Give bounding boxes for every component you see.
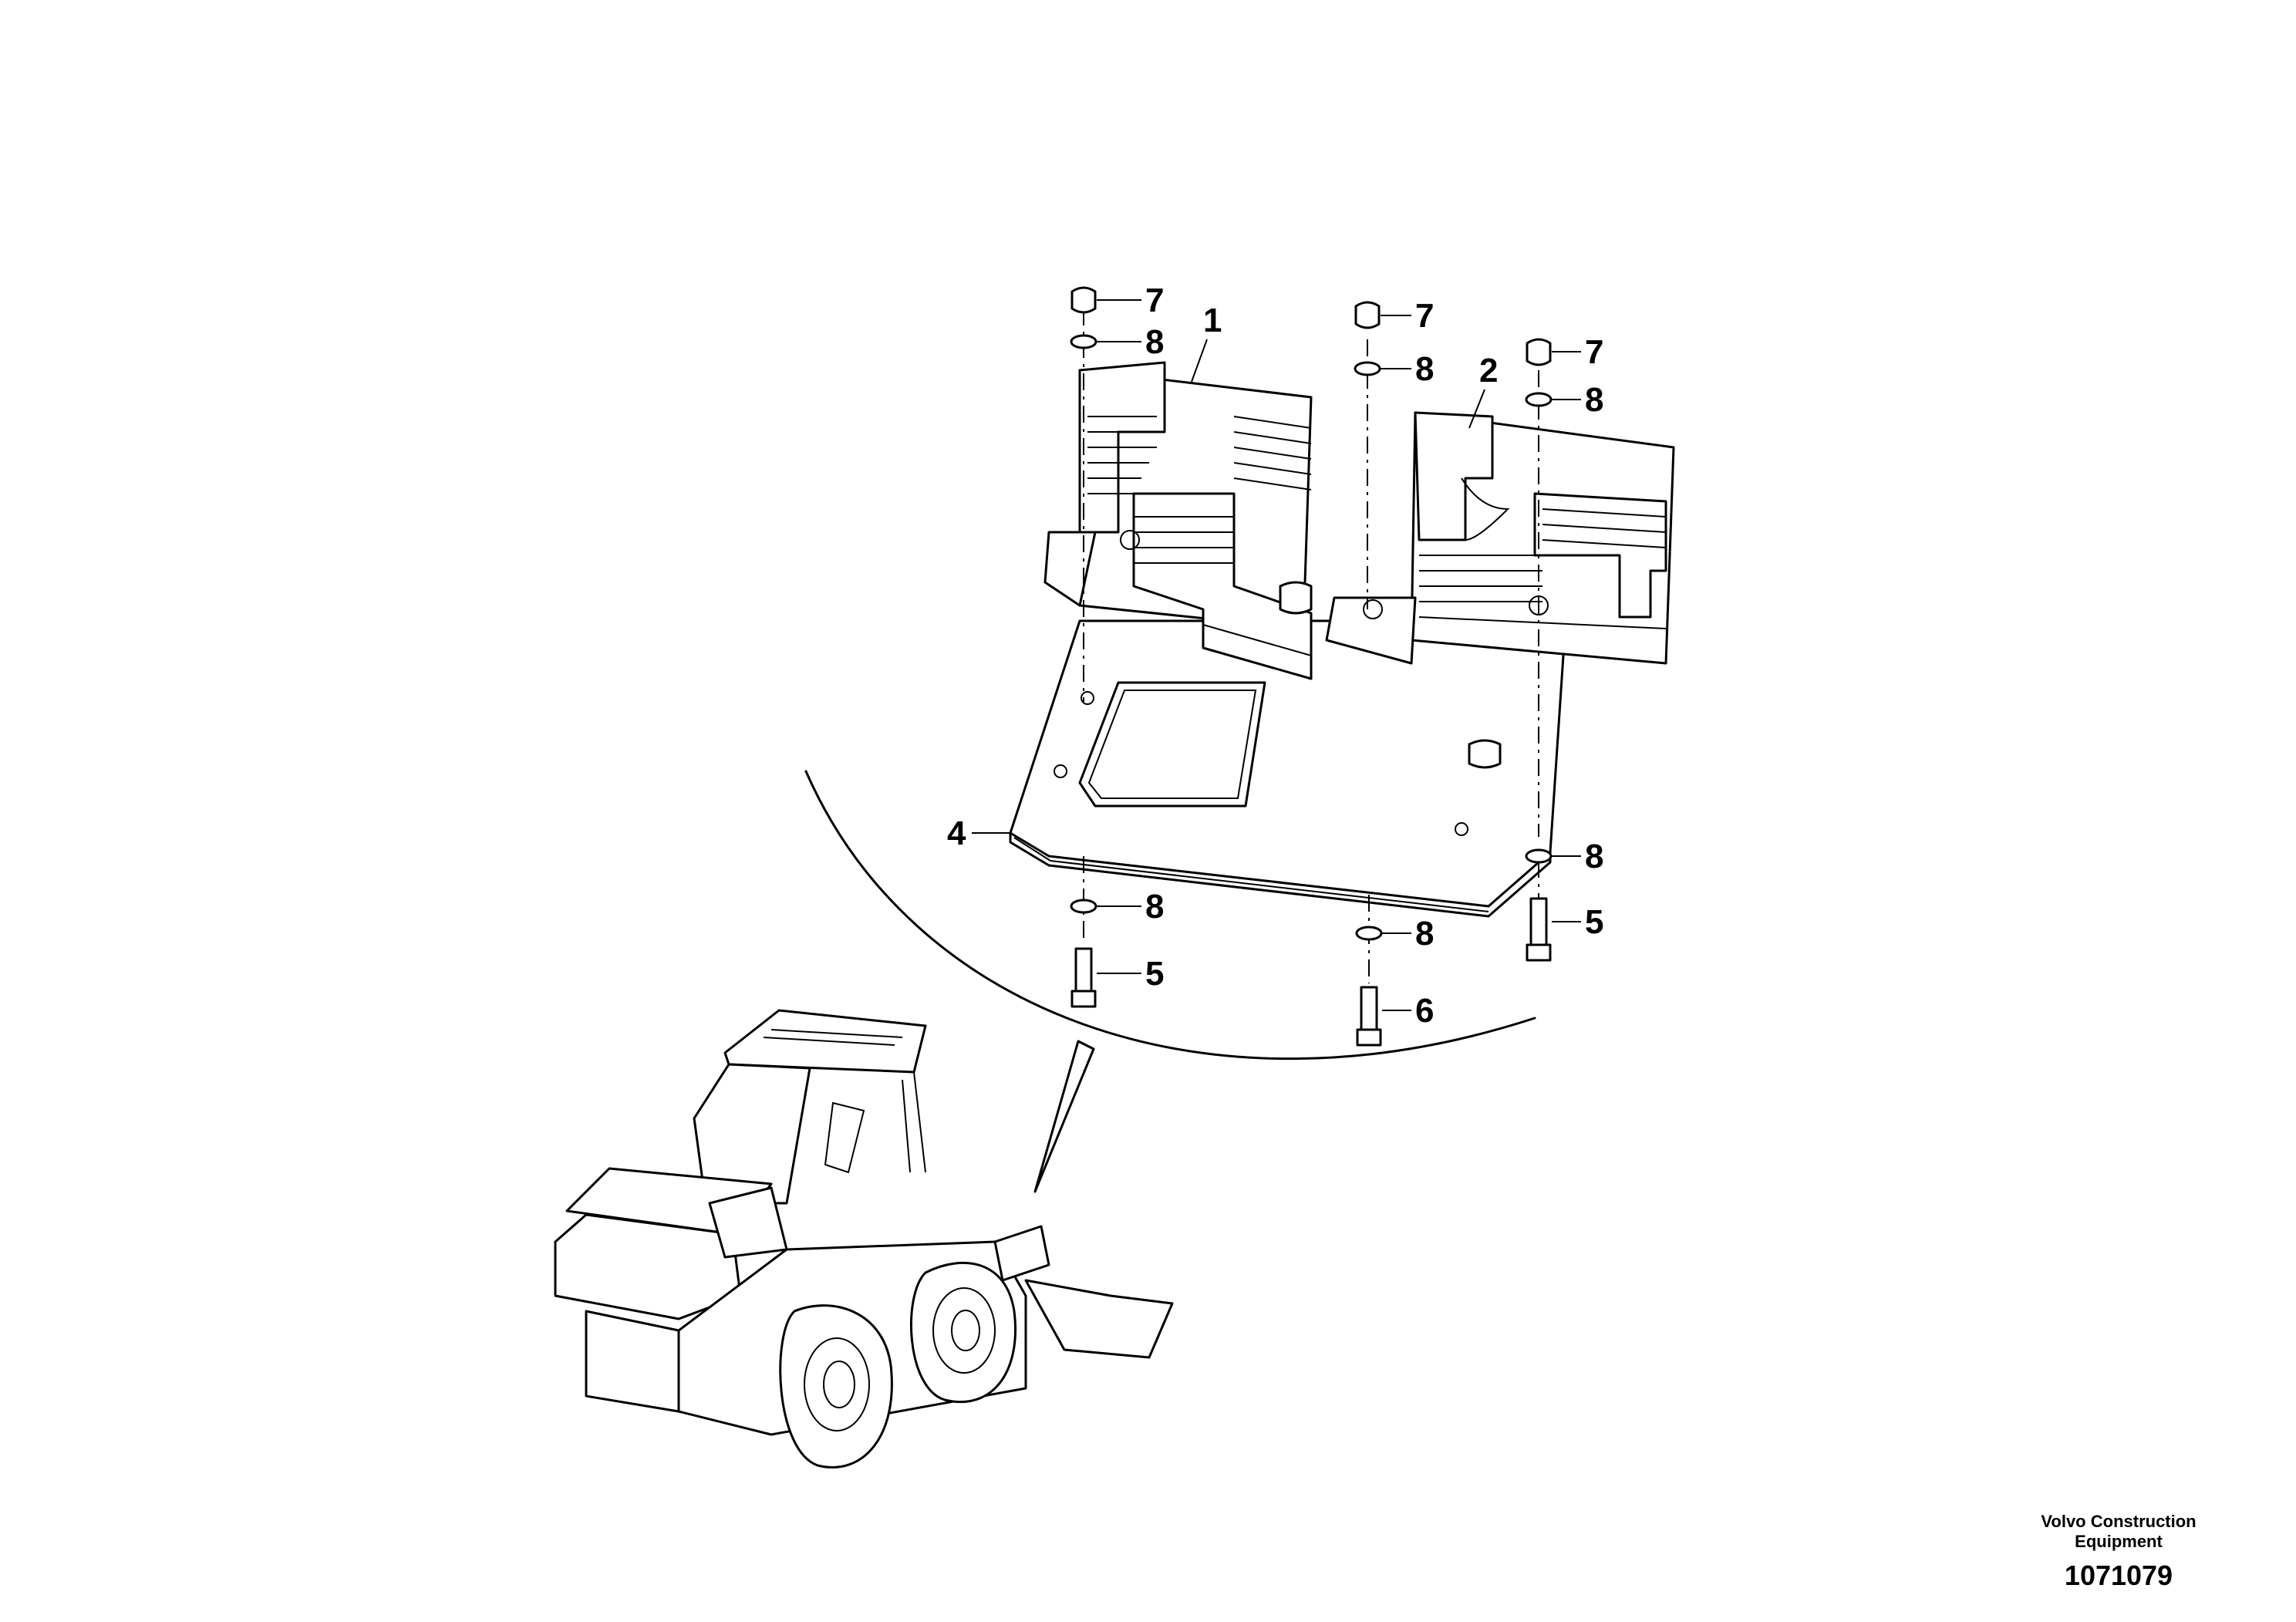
callout-nut-a: 7	[1145, 282, 1164, 319]
figure-number: 1071079	[2064, 1560, 2173, 1591]
counterweight-right	[1325, 411, 1675, 665]
callout-washer-f: 8	[1585, 838, 1603, 875]
callout-weight-left: 1	[1203, 302, 1222, 339]
callout-bolt-e: 6	[1415, 992, 1434, 1030]
callout-washer-c: 8	[1585, 381, 1603, 419]
organization-name-line2: Equipment	[2075, 1532, 2163, 1551]
fastener-center-lines	[1083, 309, 1539, 983]
callout-washer-a: 8	[1145, 323, 1164, 361]
organization-name-line1: Volvo Construction	[2041, 1512, 2197, 1531]
callout-washer-b: 8	[1415, 350, 1434, 388]
callout-bolt-f: 5	[1585, 903, 1603, 941]
counterweight-left	[1043, 361, 1313, 680]
bolt-hardware	[1070, 897, 1552, 1047]
callout-nut-b: 7	[1415, 297, 1434, 335]
leader-lines	[972, 299, 1581, 1011]
callout-nut-c: 7	[1585, 333, 1603, 371]
callout-labels: 7 8 1 7 8 2 7 8 4 8 5 8 6 8 5	[947, 282, 1603, 1030]
callout-washer-d: 8	[1145, 888, 1164, 926]
callout-bolt-d: 5	[1145, 955, 1164, 993]
drawing-caption: Volvo Construction Equipment 1071079	[2003, 1512, 2234, 1592]
washer-hardware	[1070, 334, 1553, 941]
callout-washer-e: 8	[1415, 915, 1434, 953]
detail-callout-arc	[804, 770, 1536, 1193]
callout-weight-right: 2	[1479, 352, 1498, 389]
skid-steer-loader	[554, 1009, 1174, 1469]
nut-hardware	[1070, 286, 1552, 366]
callout-plate: 4	[947, 814, 966, 852]
